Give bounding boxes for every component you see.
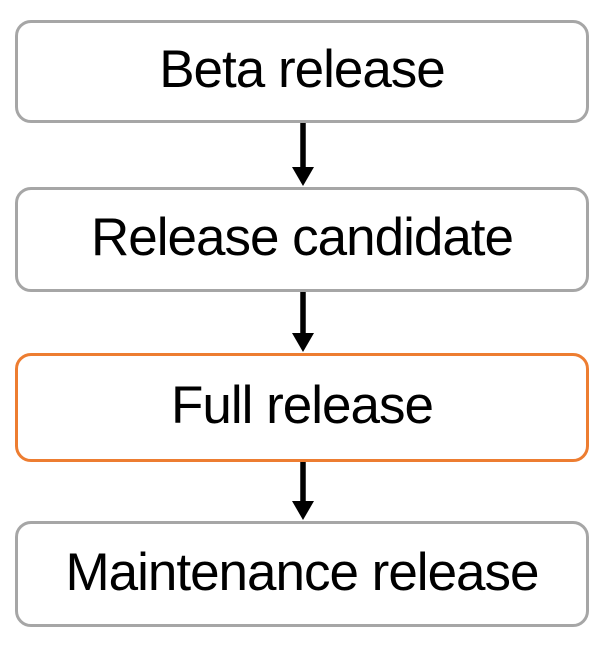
node-label: Release candidate [90,208,514,267]
node-release-candidate: Release candidate [15,187,589,292]
node-full-release: Full release [15,353,589,462]
down-arrow-icon [288,462,318,520]
node-label: Full release [171,376,434,435]
node-label: Maintenance release [65,542,539,602]
down-arrow-icon [288,123,318,186]
node-maintenance-release: Maintenance release [15,521,589,627]
node-label: Beta release [159,40,446,99]
down-arrow-icon [288,292,318,352]
node-beta-release: Beta release [15,20,589,123]
